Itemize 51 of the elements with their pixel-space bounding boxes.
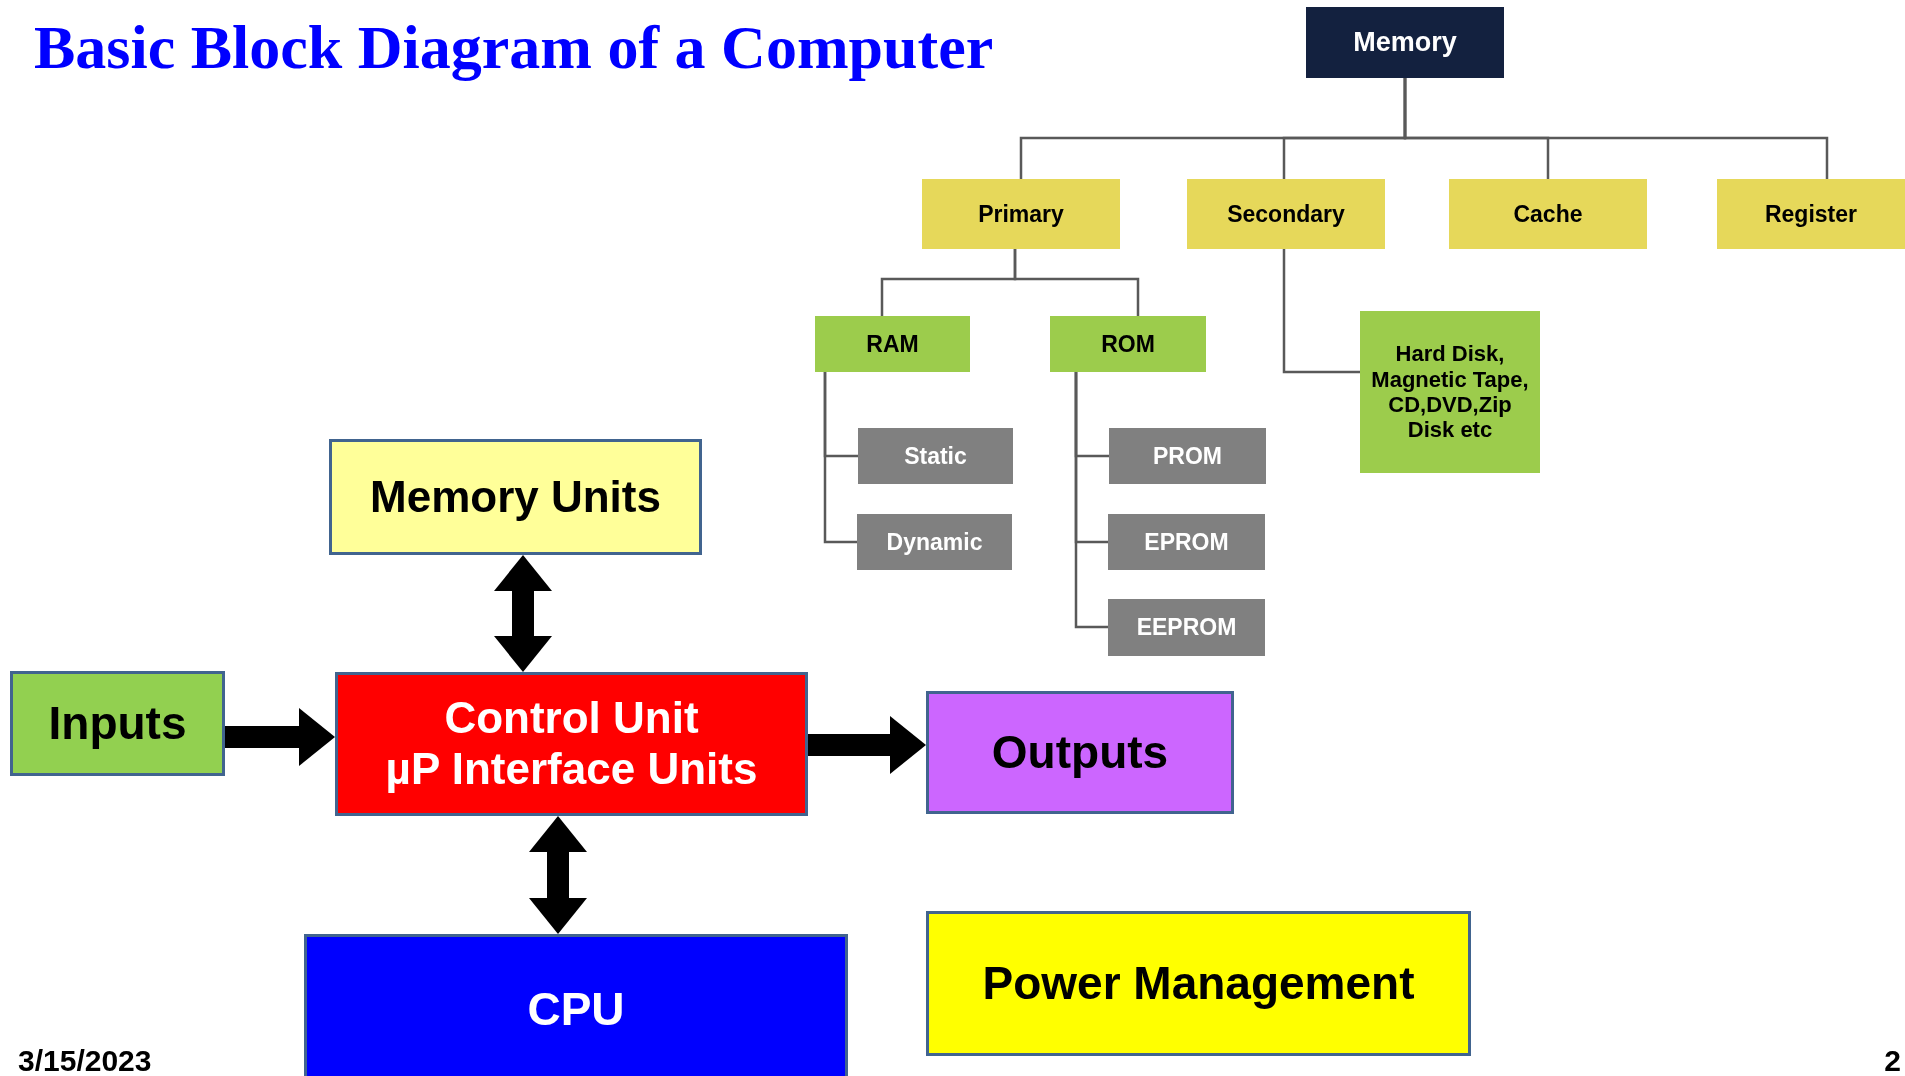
connector-line xyxy=(1403,78,1829,179)
node-label: Outputs xyxy=(990,726,1170,779)
node-label: Power Management xyxy=(981,957,1416,1010)
memory-type-box xyxy=(922,179,1120,249)
node-label: ROM xyxy=(1100,330,1156,358)
node-label: CPU xyxy=(526,982,626,1036)
node-label: Control Unit xyxy=(443,693,700,744)
memory-type-box xyxy=(1717,179,1905,249)
node-label: Dynamic xyxy=(885,528,984,556)
node-label: Static xyxy=(903,442,968,470)
node-label: EPROM xyxy=(1143,528,1230,556)
memory-variant-box xyxy=(1108,599,1265,656)
memory-variant-box xyxy=(1109,428,1266,484)
memory-variant-box xyxy=(858,428,1013,484)
memory-variant-box xyxy=(1108,514,1265,570)
node-label: Inputs xyxy=(47,697,188,750)
connector-line xyxy=(1074,372,1108,629)
block-arrow xyxy=(529,816,587,934)
memory-variant-box xyxy=(857,514,1012,570)
block-arrow xyxy=(494,555,552,672)
connector-line xyxy=(1013,249,1140,316)
storage-devices-box xyxy=(1360,311,1540,473)
node-label: Hard Disk, Magnetic Tape, CD,DVD,Zip Disk etc xyxy=(1370,341,1530,443)
connector-line xyxy=(1282,249,1360,374)
block-arrow xyxy=(225,708,335,766)
node-label: µP Interface Units xyxy=(384,744,759,795)
connector-line xyxy=(823,372,857,544)
memory-units-box xyxy=(329,439,702,555)
node-label: Cache xyxy=(1512,200,1584,228)
memory-type-box xyxy=(1187,179,1385,249)
node-label: RAM xyxy=(865,330,920,358)
node-label: PROM xyxy=(1152,442,1223,470)
node-label: Memory xyxy=(1352,26,1458,58)
date-label: 3/15/2023 xyxy=(18,1044,152,1076)
diagram-title: Basic Block Diagram of a Computer xyxy=(34,12,994,83)
node-label: EEPROM xyxy=(1135,614,1238,641)
memory-subtype-box xyxy=(815,316,970,372)
node-label: Register xyxy=(1763,200,1858,228)
cpu-box xyxy=(304,934,848,1076)
inputs-box xyxy=(10,671,225,776)
memory-subtype-box xyxy=(1050,316,1206,372)
page-number: 2 xyxy=(1884,1044,1901,1076)
node-label: Memory Units xyxy=(369,471,662,523)
node-label: Secondary xyxy=(1226,200,1346,228)
outputs-box xyxy=(926,691,1234,814)
memory-root-box xyxy=(1306,7,1504,78)
control-unit-box xyxy=(335,672,808,816)
block-arrow xyxy=(808,716,926,774)
node-label: Primary xyxy=(977,200,1065,228)
power-management-box xyxy=(926,911,1471,1056)
memory-type-box xyxy=(1449,179,1647,249)
